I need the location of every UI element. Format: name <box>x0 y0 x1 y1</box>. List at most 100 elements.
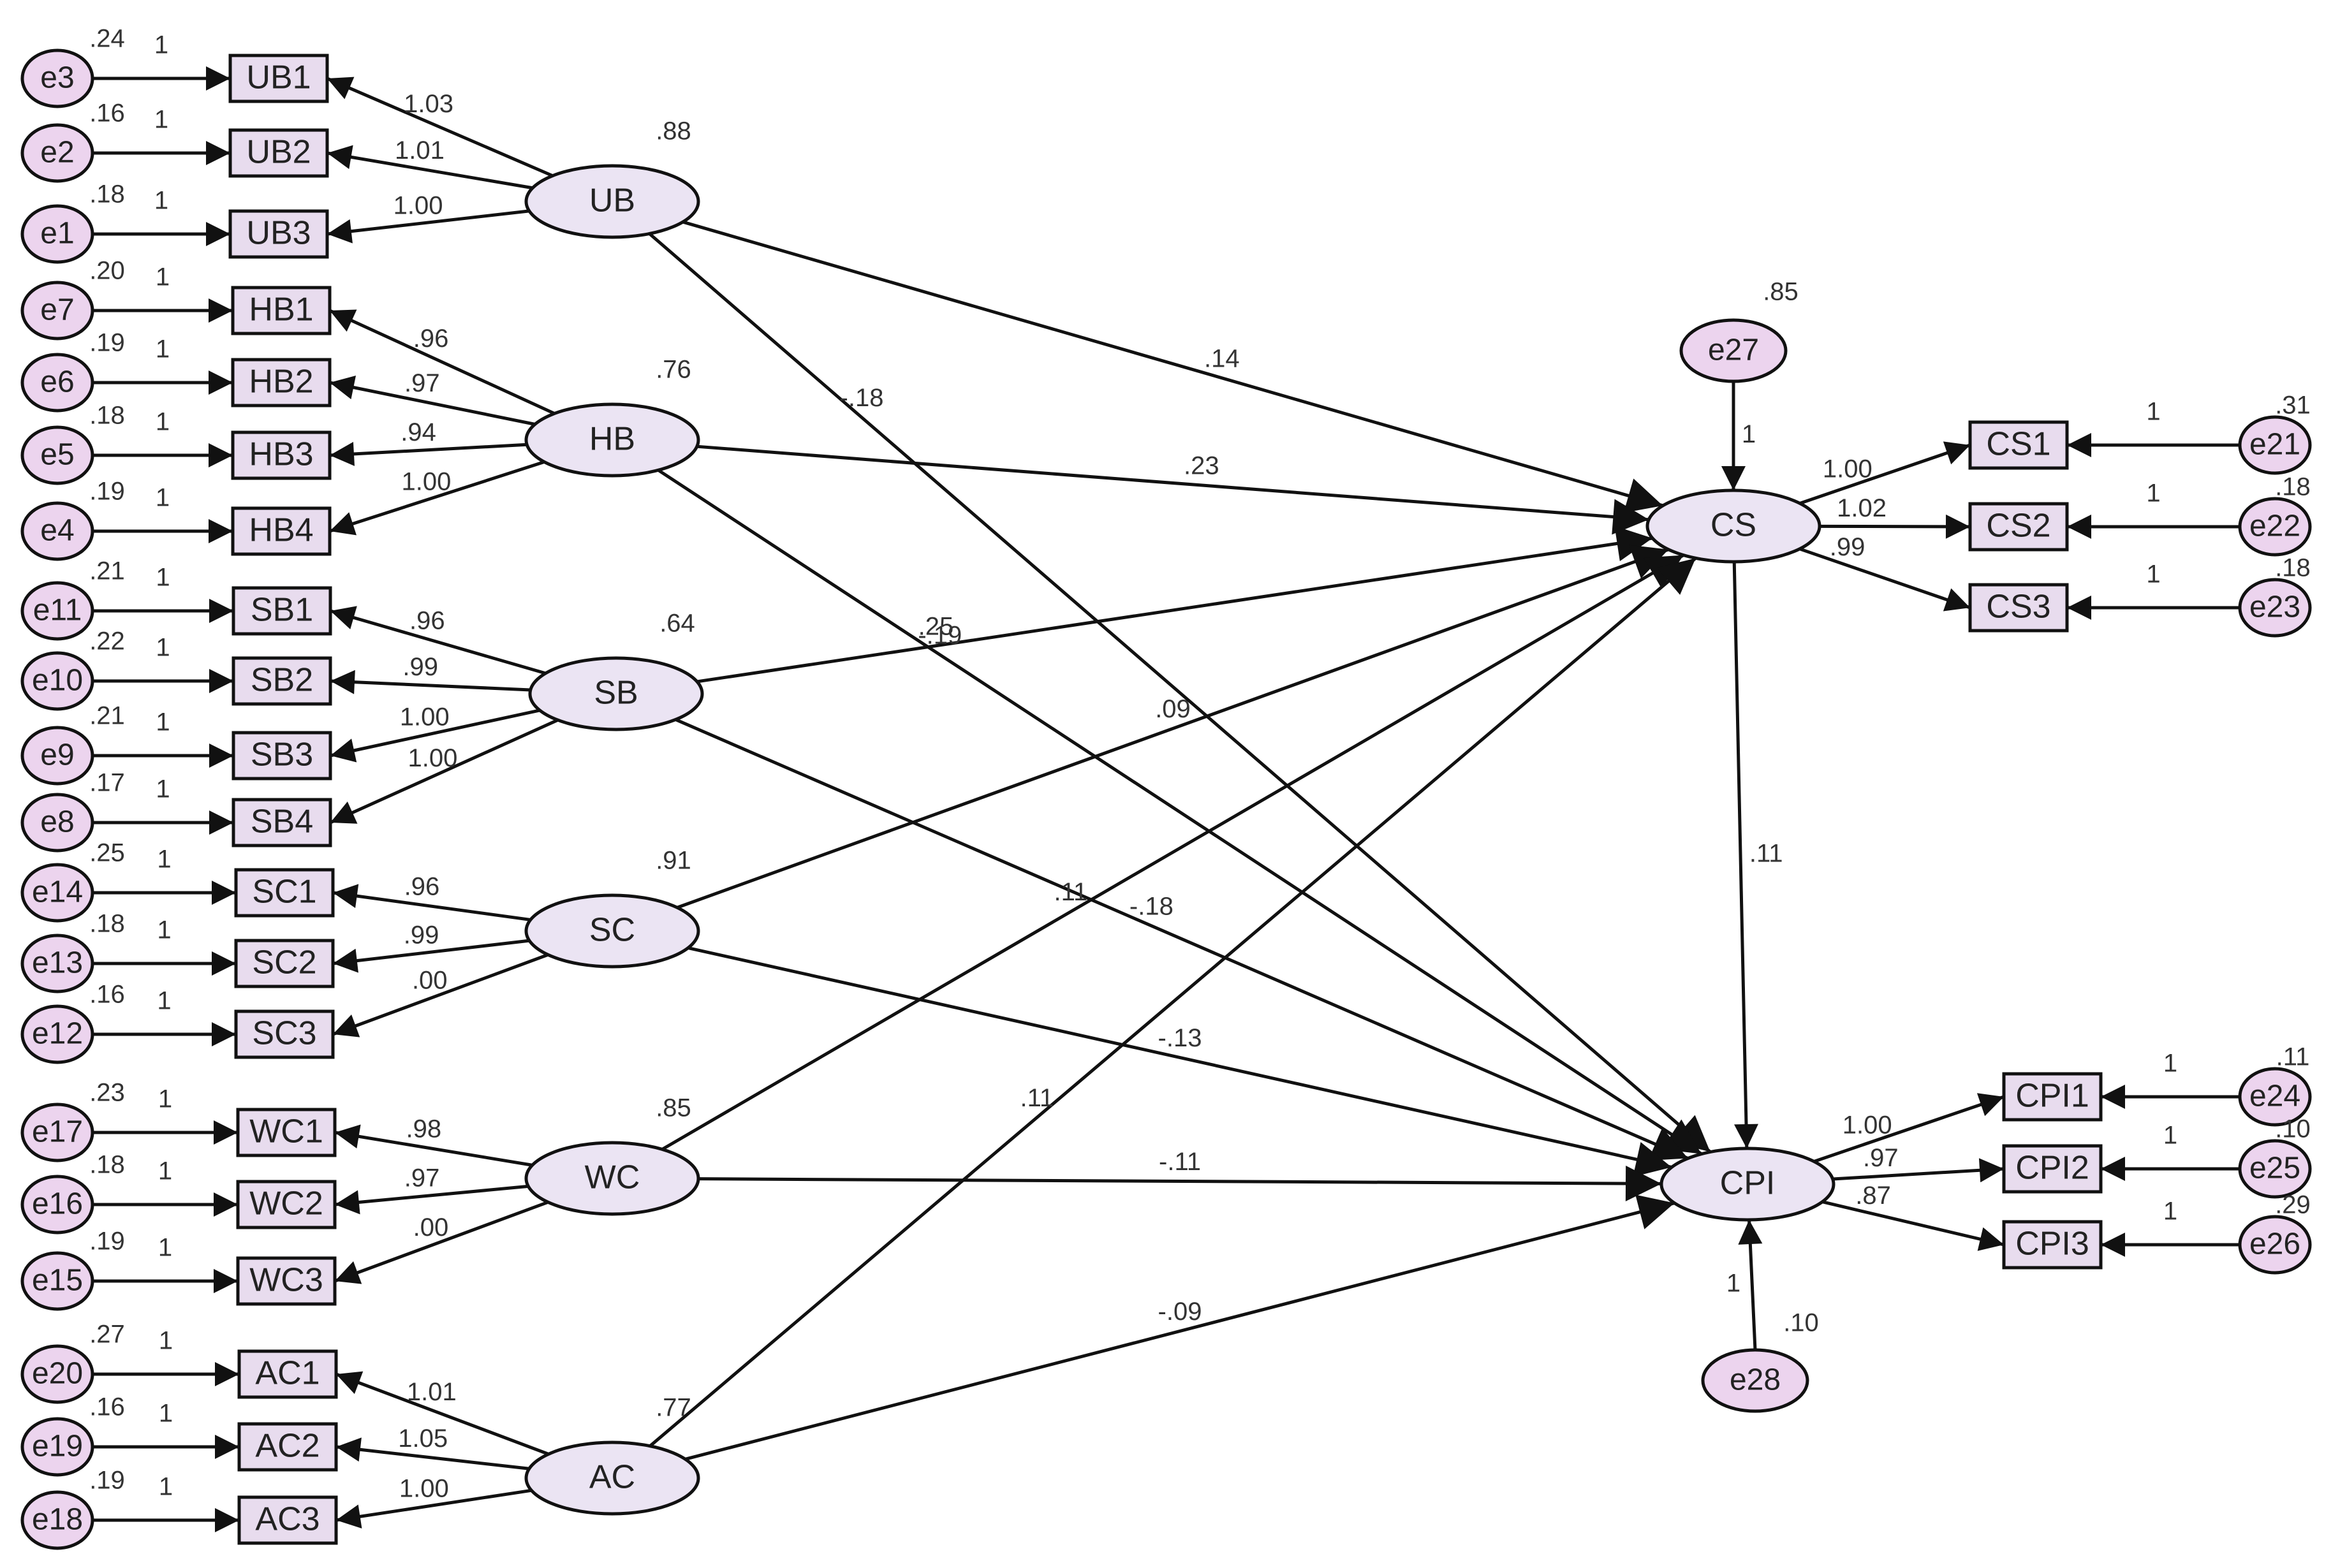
error-variance-e21: .31 <box>2275 392 2311 420</box>
error-term-e13 <box>20 934 94 993</box>
error-variance-e7: .20 <box>89 257 125 285</box>
loading-value-sb3: 1.00 <box>400 703 450 731</box>
error-variance-e16: .18 <box>89 1151 125 1179</box>
error-variance-e10: .22 <box>89 627 125 656</box>
latent-variance-hb: .76 <box>656 356 691 384</box>
observed-label-sc1: SC1 <box>252 874 316 911</box>
path-coef-ac-cs: .11 <box>1020 1084 1054 1112</box>
loading-arrow-sc3 <box>332 953 549 1037</box>
error-weight-e20: 1 <box>159 1327 173 1355</box>
error-label-e14: e14 <box>32 876 83 909</box>
observed-label-cs3: CS3 <box>1986 589 2050 626</box>
loading-arrow-cs1 <box>1799 441 1971 505</box>
path-arrow-hb-cs <box>696 444 1649 535</box>
error-weight-e26: 1 <box>2163 1198 2177 1226</box>
latent-label-hb: HB <box>589 421 635 458</box>
error-term-e24 <box>2238 1067 2312 1127</box>
path-arrow-sb-cs <box>696 525 1653 684</box>
loading-value-ac1: 1.01 <box>407 1378 457 1406</box>
latent-ac <box>524 1440 700 1516</box>
loading-value-sc3: .00 <box>412 966 448 994</box>
error-weight-e19: 1 <box>159 1400 173 1428</box>
loading-arrow-cpi2 <box>1832 1158 2005 1183</box>
latent-variance-ac: .77 <box>656 1394 691 1422</box>
error-variance-e8: .17 <box>89 769 125 797</box>
path-coef-hb-cpi: -.19 <box>918 621 962 649</box>
observed-box-cpi1 <box>2002 1072 2103 1122</box>
error-weight-e5: 1 <box>156 408 170 436</box>
error-label-e1: e1 <box>40 217 74 251</box>
error-weight-e16: 1 <box>158 1157 172 1185</box>
loading-value-hb4: 1.00 <box>401 468 451 496</box>
disturbance-arrow-e28 <box>1738 1219 1763 1351</box>
observed-label-cs2: CS2 <box>1986 508 2050 545</box>
latent-sb <box>528 656 704 731</box>
latent-sc <box>524 893 700 969</box>
disturbance-variance-e28: .10 <box>1783 1309 1819 1337</box>
loading-arrow-ub2 <box>327 145 533 190</box>
loading-arrow-cs3 <box>1799 547 1971 612</box>
loading-value-wc1: .98 <box>406 1115 442 1143</box>
observed-box-sc3 <box>234 1009 335 1059</box>
error-weight-e3: 1 <box>154 31 168 59</box>
loading-value-sb1: .96 <box>409 607 445 635</box>
loading-value-cpi1: 1.00 <box>1843 1111 1892 1139</box>
error-label-e8: e8 <box>40 805 74 839</box>
error-label-e7: e7 <box>40 293 74 327</box>
error-weight-e23: 1 <box>2146 561 2160 589</box>
disturbance-label-e27: e27 <box>1708 333 1759 367</box>
error-term-e23 <box>2238 578 2312 638</box>
loading-value-hb2: .97 <box>404 369 440 397</box>
error-term-e25 <box>2238 1139 2312 1199</box>
latent-label-ub: UB <box>589 182 635 219</box>
observed-box-hb2 <box>231 358 332 407</box>
observed-box-sc1 <box>234 868 335 918</box>
loading-arrow-sb1 <box>330 606 547 675</box>
error-weight-e24: 1 <box>2163 1050 2177 1078</box>
error-weight-e12: 1 <box>157 987 171 1015</box>
observed-label-ac3: AC3 <box>255 1501 320 1538</box>
observed-box-sb4 <box>232 798 332 847</box>
path-arrow-sc-cs <box>676 545 1670 909</box>
error-label-e2: e2 <box>40 136 74 170</box>
error-label-e12: e12 <box>32 1017 83 1051</box>
observed-box-cs2 <box>1968 502 2069 552</box>
observed-box-sc2 <box>234 939 335 988</box>
error-label-e6: e6 <box>40 365 74 399</box>
disturbance-variance-e27: .85 <box>1763 278 1799 306</box>
observed-box-ac1 <box>237 1349 338 1399</box>
observed-label-wc1: WC1 <box>249 1113 323 1150</box>
observed-box-sb1 <box>232 586 332 636</box>
loading-arrow-hb2 <box>329 375 536 426</box>
error-term-e20 <box>20 1344 94 1404</box>
loading-value-cpi2: .97 <box>1863 1144 1899 1172</box>
error-term-e3 <box>20 48 94 108</box>
error-variance-e4: .19 <box>89 478 125 506</box>
error-term-e2 <box>20 123 94 183</box>
error-weight-e1: 1 <box>154 187 168 215</box>
error-term-e26 <box>2238 1215 2312 1275</box>
path-arrow-sb-cpi <box>675 718 1689 1161</box>
error-weight-e2: 1 <box>154 106 168 134</box>
loading-arrow-sb2 <box>330 670 531 694</box>
loading-arrow-hb4 <box>329 460 545 536</box>
disturbance-weight-e27: 1 <box>1742 420 1756 448</box>
loading-arrow-sc1 <box>332 884 531 921</box>
error-weight-e25: 1 <box>2163 1122 2177 1150</box>
error-term-e5 <box>20 425 94 485</box>
labels-layer: 1.031.241.011.161.001.18.961.20.971.19.9… <box>89 25 2311 1503</box>
error-variance-e25: .10 <box>2275 1115 2311 1143</box>
error-term-e9 <box>20 726 94 786</box>
error-term-e18 <box>20 1490 94 1550</box>
error-label-e21: e21 <box>2249 428 2300 462</box>
error-label-e5: e5 <box>40 438 74 472</box>
loading-value-sb4: 1.00 <box>408 744 458 772</box>
latent-label-sb: SB <box>594 675 638 712</box>
error-weight-e22: 1 <box>2146 480 2160 508</box>
error-weight-e7: 1 <box>156 263 170 291</box>
observed-label-sc3: SC3 <box>252 1015 316 1052</box>
loading-arrow-ac2 <box>335 1437 530 1470</box>
error-label-e17: e17 <box>32 1115 83 1149</box>
